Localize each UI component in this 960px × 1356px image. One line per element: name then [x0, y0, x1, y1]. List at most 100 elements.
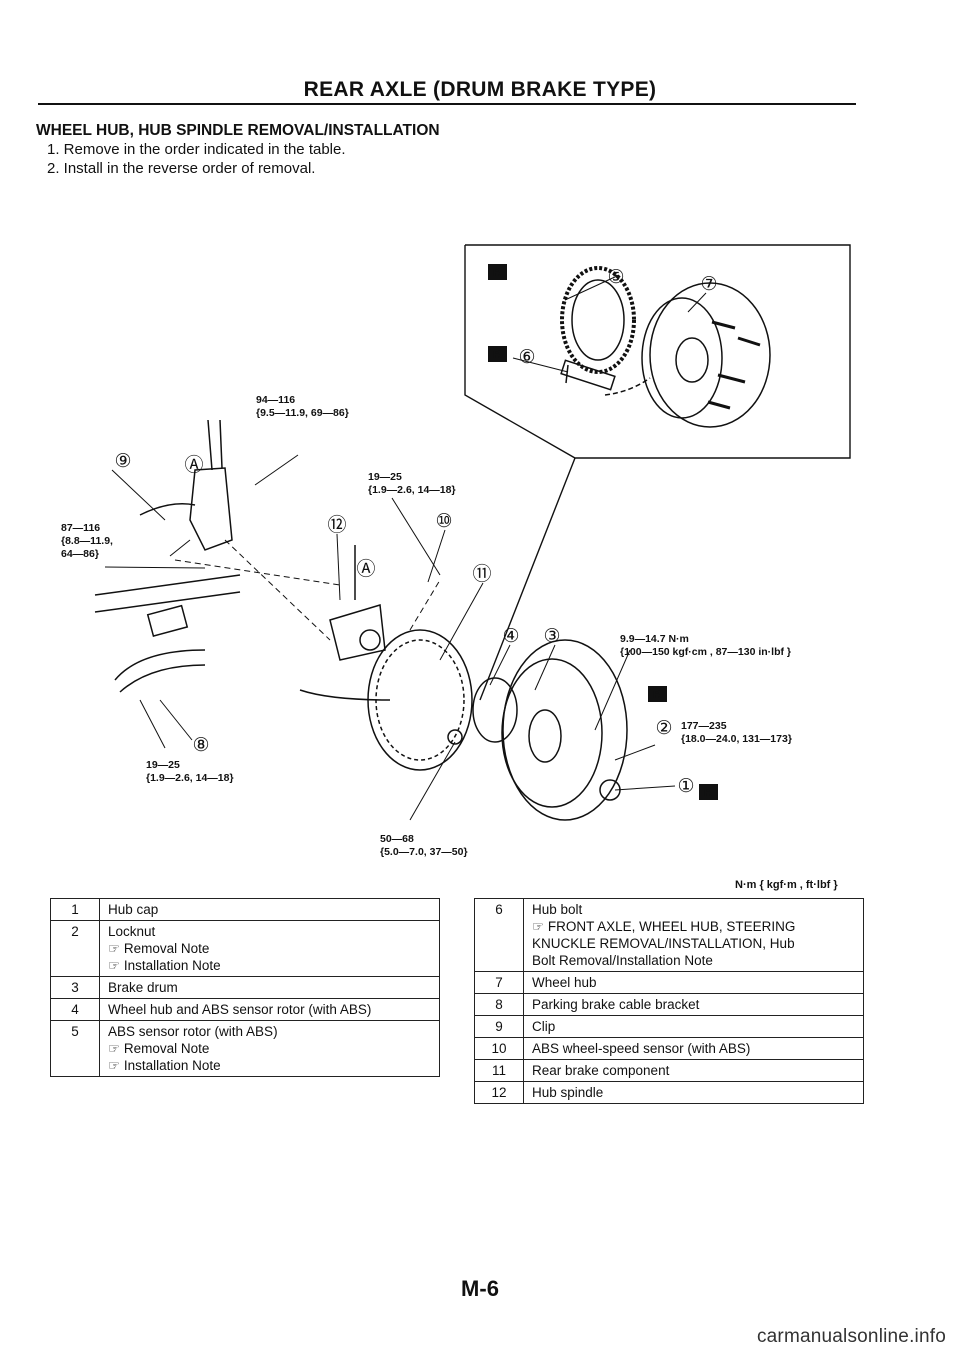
- part-name: Hub bolt: [532, 902, 583, 917]
- callout-5: ⑤: [607, 267, 624, 288]
- part-name: Parking brake cable bracket: [532, 997, 700, 1012]
- torque-hubcap-alt: {100—150 kgf·cm , 87—130 in·lbf }: [620, 646, 791, 658]
- replace-badge-icon: R: [488, 264, 507, 280]
- svg-text:R: R: [704, 787, 712, 799]
- table-row: 3 Brake drum: [50, 976, 440, 999]
- svg-text:R: R: [653, 689, 661, 701]
- torque-locknut-alt: {18.0—24.0, 131—173}: [681, 733, 792, 745]
- part-name: Wheel hub and ABS sensor rotor (with ABS…: [108, 1002, 372, 1017]
- table-row: 1 Hub cap: [50, 898, 440, 921]
- part-name: Rear brake component: [532, 1063, 670, 1078]
- callout-1: ①: [677, 776, 694, 797]
- svg-text:R: R: [493, 349, 501, 361]
- part-number: 7: [474, 971, 524, 994]
- part-note: ☞ Removal Note: [108, 1041, 210, 1056]
- replace-badge-icon: R: [699, 784, 718, 800]
- exploded-view-diagram: ⑤ ⑦ ⑥ ⑨ Ⓐ ⑩ ⑫ Ⓐ ⑪ ④ ③ ⑧ ② ① R R R R 94—1…: [61, 244, 851, 891]
- part-description: Wheel hub: [523, 971, 864, 994]
- part-number: 12: [474, 1081, 524, 1104]
- part-name: Brake drum: [108, 980, 178, 995]
- callout-11: ⑪: [472, 563, 491, 585]
- part-description: Wheel hub and ABS sensor rotor (with ABS…: [99, 998, 440, 1021]
- torque-cable-nm: 87—116: [61, 522, 100, 534]
- part-name: Hub cap: [108, 902, 159, 917]
- svg-text:R: R: [493, 267, 501, 279]
- part-description: Hub spindle: [523, 1081, 864, 1104]
- callout-7: ⑦: [700, 274, 717, 295]
- callout-12: ⑫: [327, 514, 346, 536]
- part-number: 4: [50, 998, 100, 1021]
- part-description: Rear brake component: [523, 1059, 864, 1082]
- knuckle-drawing: [94, 419, 391, 701]
- part-number: 1: [50, 898, 100, 921]
- torque-spindle-alt: {5.0—7.0, 37—50}: [380, 846, 468, 858]
- callout-2: ②: [655, 718, 672, 739]
- torque-sensor-nm: 19—25: [368, 471, 402, 483]
- part-description: Parking brake cable bracket: [523, 993, 864, 1016]
- callout-10: ⑩: [435, 511, 452, 532]
- torque-bracket-alt: {1.9—2.6, 14—18}: [146, 772, 234, 784]
- part-name: Wheel hub: [532, 975, 597, 990]
- brake-drum-drawing: [447, 639, 628, 821]
- part-description: ABS wheel-speed sensor (with ABS): [523, 1037, 864, 1060]
- abs-sensor-rotor-drawing: [560, 266, 636, 374]
- callout-a-mid: Ⓐ: [356, 558, 375, 580]
- part-number: 5: [50, 1020, 100, 1077]
- callout-6: ⑥: [518, 347, 535, 368]
- torque-cable-alt: {8.8—11.9,: [61, 535, 113, 547]
- part-description: Hub cap: [99, 898, 440, 921]
- part-note: ☞ FRONT AXLE, WHEEL HUB, STEERING: [532, 919, 796, 934]
- part-number: 3: [50, 976, 100, 999]
- page-number: M-6: [461, 1276, 499, 1301]
- callout-8: ⑧: [192, 735, 209, 756]
- watermark: carmanualsonline.info: [756, 1326, 946, 1347]
- part-number: 2: [50, 920, 100, 977]
- part-number: 11: [474, 1059, 524, 1082]
- inset-frame: [464, 244, 851, 701]
- part-name: ABS sensor rotor (with ABS): [108, 1024, 278, 1039]
- part-name: Clip: [532, 1019, 556, 1034]
- torque-knuckle-alt: {9.5—11.9, 69—86}: [256, 407, 349, 419]
- callout-a-top: Ⓐ: [184, 454, 203, 476]
- brake-backing-plate-drawing: [329, 545, 473, 771]
- table-row: 8 Parking brake cable bracket: [474, 993, 864, 1016]
- part-description: Clip: [523, 1015, 864, 1038]
- title-rule: [38, 103, 856, 105]
- torque-hubcap-nm: 9.9—14.7 N·m: [620, 633, 689, 645]
- part-number: 8: [474, 993, 524, 1016]
- torque-spindle-nm: 50—68: [380, 833, 414, 845]
- part-number: 10: [474, 1037, 524, 1060]
- table-row: 11 Rear brake component: [474, 1059, 864, 1082]
- step-2: 2. Install in the reverse order of remov…: [47, 160, 316, 177]
- torque-sensor-alt: {1.9—2.6, 14—18}: [368, 484, 456, 496]
- part-description: Brake drum: [99, 976, 440, 999]
- layout-lines: [174, 539, 441, 641]
- units-legend: N·m { kgf·m , ft·lbf }: [735, 879, 838, 891]
- hub-bolt-drawing: [560, 359, 651, 396]
- table-row: 5 ABS sensor rotor (with ABS) ☞ Removal No…: [50, 1020, 440, 1077]
- callout-3: ③: [543, 626, 560, 647]
- table-row: 12 Hub spindle: [474, 1081, 864, 1104]
- callout-4: ④: [502, 626, 519, 647]
- torque-bracket-nm: 19—25: [146, 759, 180, 771]
- part-name: Hub spindle: [532, 1085, 604, 1100]
- part-description: Locknut☞ Removal Note☞ Installation Note: [99, 920, 440, 977]
- replace-badges: R R R R: [488, 264, 718, 800]
- replace-badge-icon: R: [648, 686, 667, 702]
- torque-knuckle-nm: 94—116: [256, 394, 295, 406]
- part-note: ☞ Installation Note: [108, 958, 221, 973]
- leader-lines: [104, 275, 707, 821]
- section-heading: WHEEL HUB, HUB SPINDLE REMOVAL/INSTALLAT…: [36, 122, 440, 139]
- replace-badge-icon: R: [488, 346, 507, 362]
- table-row: 7 Wheel hub: [474, 971, 864, 994]
- page-title: REAR AXLE (DRUM BRAKE TYPE): [303, 78, 657, 101]
- torque-locknut-nm: 177—235: [681, 720, 727, 732]
- part-description: ABS sensor rotor (with ABS) ☞ Removal Not…: [99, 1020, 440, 1077]
- callout-9: ⑨: [114, 451, 131, 472]
